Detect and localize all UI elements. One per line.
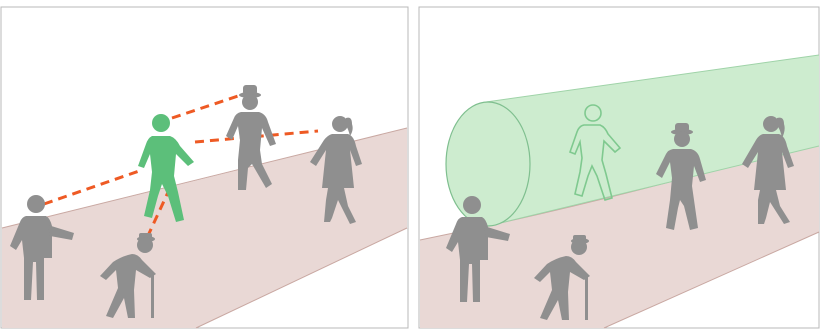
left-scene [0, 0, 410, 329]
right-scene [418, 0, 820, 329]
right-panel [418, 0, 820, 329]
tube-cap [446, 102, 530, 226]
left-panel [0, 0, 410, 329]
